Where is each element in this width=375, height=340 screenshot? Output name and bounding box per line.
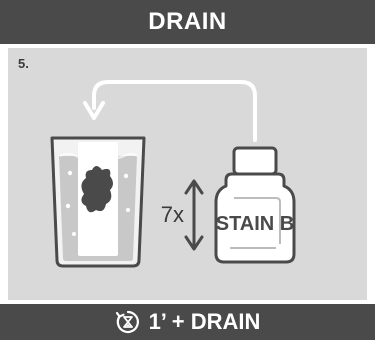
timer-icon — [115, 309, 141, 335]
header-bar: DRAIN — [0, 0, 375, 44]
staining-jar — [52, 138, 144, 266]
pour-arrow — [85, 82, 255, 140]
repeat-count: 7x — [161, 202, 184, 227]
procedure-illustration: 7x STAIN B — [8, 48, 367, 300]
header-title: DRAIN — [148, 8, 227, 36]
footer-instruction: 1’ + DRAIN — [149, 309, 261, 335]
reagent-bottle — [216, 148, 294, 262]
illustration-panel: 5. — [8, 48, 367, 300]
footer-bar: 1’ + DRAIN — [0, 304, 375, 340]
bottle-label: STAIN B — [216, 213, 295, 235]
repeat-arrow-icon — [186, 181, 202, 249]
